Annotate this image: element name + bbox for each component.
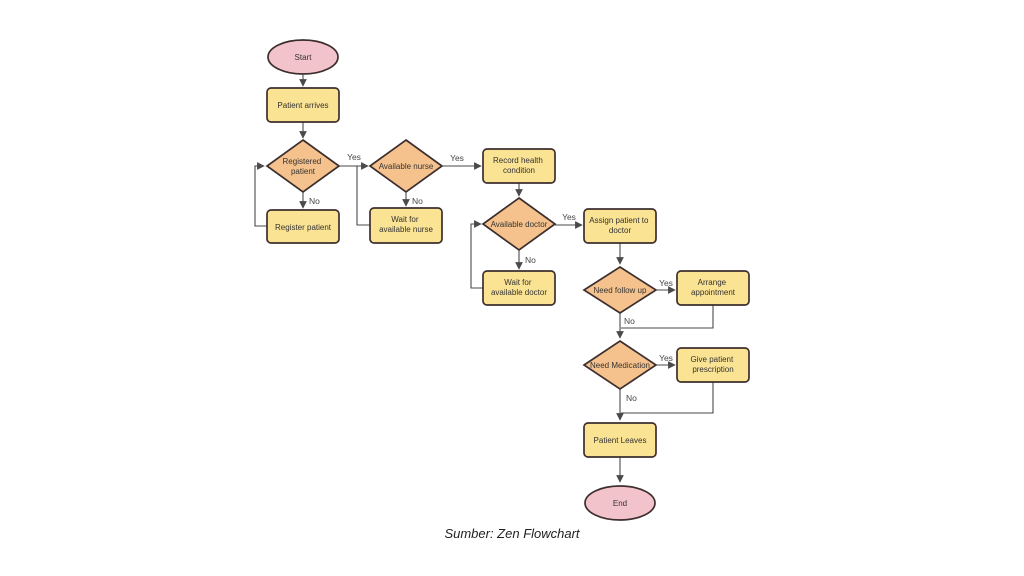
svg-text:Assign patient to doct: Assign patient to doctor [589, 216, 650, 235]
arrange-appointment-shape [676, 270, 750, 306]
assign-patient-shape [583, 208, 657, 244]
node-end: End [584, 485, 656, 521]
patient-leaves-shape [583, 422, 657, 458]
node-arrange-line2: appointment [691, 288, 736, 297]
node-patient-arrives: Patient arrives [266, 87, 340, 123]
label-follow-up-no: No [624, 316, 635, 326]
node-wait-doctor: Wait for available doctor [482, 270, 556, 306]
node-patient-leaves: Patient Leaves [583, 422, 657, 458]
node-need-follow-up: Need follow up [582, 265, 658, 315]
svg-text:Record health conditio: Record health condition [493, 156, 545, 175]
node-need-medication-label: Need Medication [590, 361, 650, 370]
node-record-health-line1: Record health [493, 156, 543, 165]
svg-text:Give patient prescript: Give patient prescription [691, 355, 736, 374]
node-arrange-line1: Arrange [698, 278, 727, 287]
node-available-nurse-label: Available nurse [379, 162, 434, 171]
node-start: Start [267, 39, 339, 75]
node-start-label: Start [295, 53, 313, 62]
node-need-medication: Need Medication [582, 339, 658, 391]
node-give-prescription-line2: prescription [692, 365, 733, 374]
svg-text:Wait for available doc: Wait for available doctor [491, 278, 547, 297]
node-assign-line2: doctor [609, 226, 632, 235]
node-wait-nurse-line2: available nurse [379, 225, 433, 234]
patient-arrives-shape [266, 87, 340, 123]
give-prescription-shape [676, 347, 750, 383]
need-follow-up-shape [582, 265, 658, 315]
end-terminator-shape [584, 485, 656, 521]
node-register-patient: Register patient [266, 209, 340, 244]
label-follow-up-yes: Yes [659, 278, 673, 288]
label-medication-no: No [626, 393, 637, 403]
label-doctor-yes: Yes [562, 212, 576, 222]
node-wait-doctor-line1: Wait for [504, 278, 532, 287]
edge-register-loop-to-registered [254, 162, 267, 227]
edge-wait-nurse-loop-to-nurse [356, 166, 370, 226]
node-end-label: End [613, 499, 627, 508]
available-nurse-shape [368, 138, 444, 194]
available-doctor-shape [481, 196, 557, 252]
edge-arrange-join-to-medication [621, 305, 714, 329]
node-registered-line1: Registered [283, 157, 322, 166]
register-patient-shape [266, 209, 340, 244]
node-available-doctor-label: Available doctor [491, 220, 548, 229]
node-need-follow-up-label: Need follow up [594, 286, 647, 295]
wait-nurse-shape [369, 207, 443, 244]
node-wait-nurse-line1: Wait for [391, 215, 419, 224]
label-registered-no: No [309, 196, 320, 206]
node-patient-arrives-label: Patient arrives [277, 101, 328, 110]
node-record-health: Record health condition [482, 148, 556, 184]
source-caption: Sumber: Zen Flowchart [444, 526, 580, 541]
node-give-prescription: Give patient prescription [676, 347, 750, 383]
node-give-prescription-line1: Give patient [691, 355, 734, 364]
edge-wait-doctor-loop-to-doctor [470, 220, 483, 289]
svg-text:Wait for available nur: Wait for available nurse [379, 215, 433, 234]
node-wait-doctor-line2: available doctor [491, 288, 547, 297]
label-nurse-no: No [412, 196, 423, 206]
node-available-doctor: Available doctor [481, 196, 557, 252]
edge-prescription-join-to-leaves [621, 382, 714, 414]
need-medication-shape [582, 339, 658, 391]
record-health-shape [482, 148, 556, 184]
label-medication-yes: Yes [659, 353, 673, 363]
node-register-patient-label: Register patient [275, 223, 332, 232]
node-available-nurse: Available nurse [368, 138, 444, 194]
node-assign-patient: Assign patient to doctor [583, 208, 657, 244]
svg-text:Registered patient: Registered patient [283, 157, 324, 176]
node-arrange-appointment: Arrange appointment [676, 270, 750, 306]
registered-patient-shape [265, 138, 341, 194]
wait-doctor-shape [482, 270, 556, 306]
node-registered-patient: Registered patient [265, 138, 341, 194]
svg-text:Arrange appointment: Arrange appointment [691, 278, 736, 297]
node-record-health-line2: condition [503, 166, 535, 175]
node-patient-leaves-label: Patient Leaves [594, 436, 647, 445]
node-wait-nurse: Wait for available nurse [369, 207, 443, 244]
label-registered-yes: Yes [347, 152, 361, 162]
node-assign-line1: Assign patient to [589, 216, 649, 225]
label-doctor-no: No [525, 255, 536, 265]
node-registered-line2: patient [291, 167, 316, 176]
label-nurse-yes: Yes [450, 153, 464, 163]
start-terminator-shape [267, 39, 339, 75]
